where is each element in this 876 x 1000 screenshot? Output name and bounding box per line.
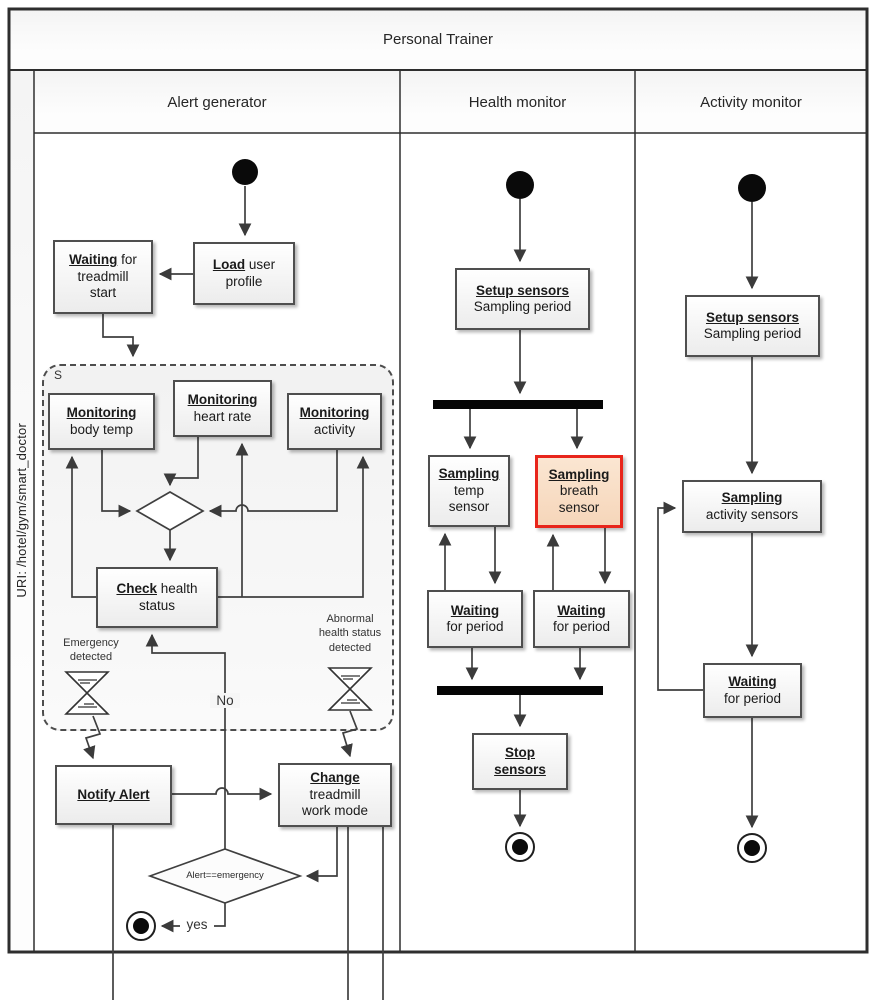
lane-header-alert-generator: Alert generator (35, 71, 399, 133)
lane-header-health-monitor: Health monitor (401, 71, 634, 133)
edges-alert-generator (65, 186, 384, 1000)
action-notify-alert: Notify Alert (55, 765, 172, 825)
action-monitoring-activity: Monitoring activity (287, 393, 382, 450)
action-sampling-activity-sensors: Sampling activity sensors (682, 480, 822, 533)
label-guard-alert-emergency: Alert==emergency (186, 870, 264, 881)
initial-node-alert (232, 159, 258, 185)
action-change-treadmill-work-mode: Change treadmill work mode (278, 763, 392, 827)
action-setup-sensors-health: Setup sensors Sampling period (455, 268, 590, 330)
initial-node-activity (738, 174, 766, 202)
join-bar (437, 686, 603, 695)
label-yes: yes (180, 917, 214, 932)
final-nodes (126, 832, 767, 941)
action-load-user-profile: Load user profile (193, 242, 295, 305)
uri-strip: URI: /hotel/gym/smart_doctor (9, 70, 34, 951)
label-emergency-detected: Emergency detected (63, 637, 119, 664)
label-abnormal-detected: Abnormal health status detected (318, 613, 382, 654)
action-check-health-status: Check health status (96, 567, 218, 628)
action-waiting-period-activity: Waiting for period (703, 663, 802, 718)
action-waiting-period-breath: Waiting for period (533, 590, 630, 648)
fork-bar (433, 400, 603, 409)
edges-health-monitor (438, 199, 612, 828)
action-sampling-breath-sensor-highlighted: Sampling breath sensor (535, 455, 623, 528)
final-node-health (505, 832, 535, 862)
action-waiting-treadmill-start: Waiting for treadmill start (53, 240, 153, 314)
initial-node-health (506, 171, 534, 199)
merge-diamond (135, 491, 205, 531)
decision-diamond (147, 848, 303, 904)
action-waiting-period-temp: Waiting for period (427, 590, 523, 648)
initial-nodes (232, 159, 766, 202)
lane-header-activity-monitor: Activity monitor (636, 71, 866, 133)
final-node-activity (737, 833, 767, 863)
diagram-title: Personal Trainer (10, 10, 866, 69)
region-label: S (54, 368, 63, 382)
final-node-alert (126, 911, 156, 941)
edges-activity-monitor (657, 202, 759, 829)
action-monitoring-heart-rate: Monitoring heart rate (173, 380, 272, 437)
action-stop-sensors: Stop sensors (472, 733, 568, 790)
action-setup-sensors-activity: Setup sensors Sampling period (685, 295, 820, 357)
action-sampling-temp-sensor: Sampling temp sensor (428, 455, 510, 527)
emergency-signal-icon (64, 671, 110, 715)
swimlane-frame (7, 7, 869, 954)
abnormal-signal-icon (327, 667, 373, 711)
action-monitoring-body-temp: Monitoring body temp (48, 393, 155, 450)
label-no: No (210, 693, 240, 708)
